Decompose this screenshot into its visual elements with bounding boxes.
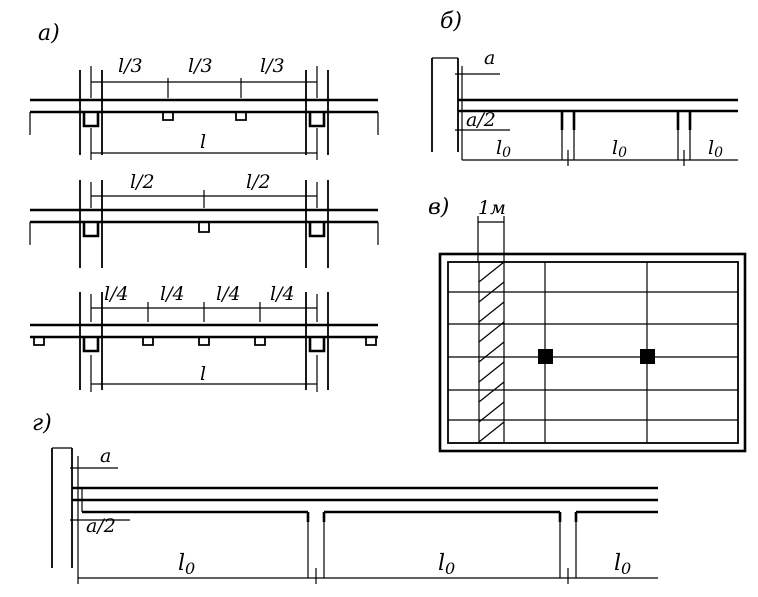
dim-l3-1: l/3 [118,55,143,77]
dim-l2-2: l/2 [246,171,271,193]
column-square-1 [538,349,553,364]
dim-a2-b: a/2 [466,109,496,131]
dim-l3-3: l/3 [260,55,285,77]
panel-g: г) a a/2 l0 l0 l0 [32,411,658,584]
panel-g-label: г) [32,411,52,436]
dim-l-2: l [200,363,206,385]
dim-l0-g1: l0 [178,551,195,578]
dim-l4-2: l/4 [160,283,185,305]
dim-l3-2: l/3 [188,55,213,77]
main-beam-right [308,112,326,128]
slab-row-thirds: l/3 l/3 l/3 l [29,55,379,160]
hatched-strip [478,261,505,444]
dim-l4-3: l/4 [216,283,241,305]
panel-a: а) l/3 l/3 l/3 [29,21,379,392]
dim-l4-1: l/4 [104,283,129,305]
plan-grid [448,262,738,443]
main-beam-left [82,112,100,128]
column-square-2 [640,349,655,364]
dim-l0-b1: l0 [496,137,511,161]
dim-a-b: a [484,47,495,69]
hatching [478,261,505,443]
dim-l0-g3: l0 [614,551,631,578]
panel-a-label: а) [38,21,60,46]
dim-l0-b3: l0 [708,137,723,161]
panel-b-label: б) [440,9,462,34]
secondary-beam-mid [198,222,210,233]
panel-v-label: в) [428,195,449,220]
secondary-beam-1 [162,112,174,121]
dim-l-1: l [200,131,206,153]
panel-v: в) 1м [428,195,747,453]
dim-1m: 1м [478,197,506,219]
dim-l4-4: l/4 [270,283,295,305]
dim-l0-g2: l0 [438,551,455,578]
secondary-beam-2 [235,112,247,121]
plan-frame-outer [438,252,747,453]
dim-a2-g: a/2 [86,515,116,537]
dim-a-g: a [100,445,111,467]
dim-l2-1: l/2 [130,171,155,193]
dim-l0-b2: l0 [612,137,627,161]
slab-row-halves: l/2 l/2 [29,171,379,268]
panel-b: б) a a/2 l0 l0 l0 [431,9,738,166]
plan-frame-inner [447,261,739,444]
slab-row-quarters: l/4 l/4 l/4 l/4 l [30,283,378,392]
